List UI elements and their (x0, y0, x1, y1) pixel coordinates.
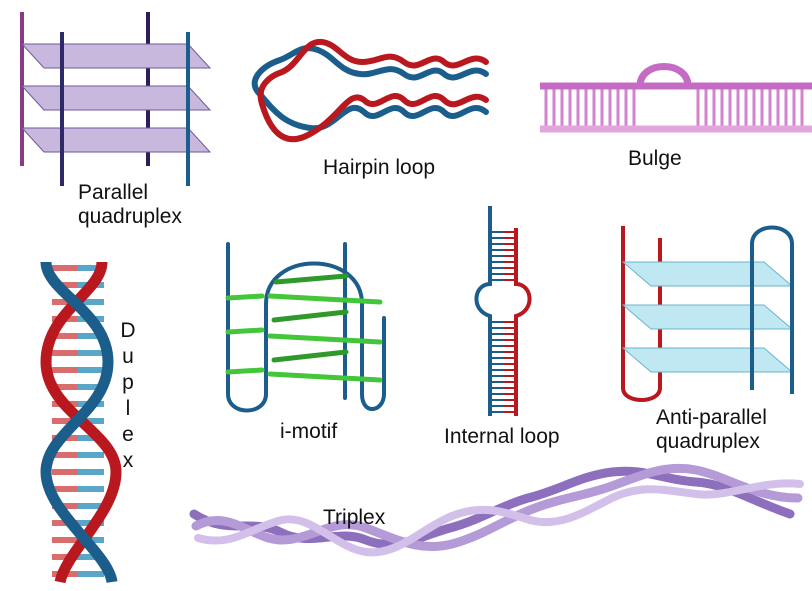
triplex-illustration (189, 463, 804, 557)
strand (621, 226, 662, 402)
duplex-illustration (40, 261, 122, 584)
c-c-pair (225, 367, 265, 375)
hairpin-loop-illustration (251, 39, 489, 143)
internal-loop-pairs (490, 231, 516, 413)
g-quartet-plate (20, 127, 212, 153)
label-line: quadruplex (656, 430, 760, 453)
strand (750, 225, 794, 394)
c-c-pair (267, 333, 383, 345)
parallel-quadruplex-illustration (20, 12, 212, 186)
label-char: x (122, 449, 134, 472)
label-char: l (125, 397, 131, 420)
label-bulge: Bulge (628, 147, 682, 170)
strand (191, 463, 803, 552)
g-quartet-plate (20, 43, 212, 69)
strand (194, 479, 804, 557)
base-pairs (544, 88, 804, 127)
g-quartet-plate (621, 347, 794, 373)
c-c-pair (225, 327, 265, 335)
label-line: quadruplex (78, 205, 182, 228)
label-char: D (120, 319, 136, 342)
internal-loop-illustration (474, 206, 532, 416)
c-c-pair (267, 371, 383, 383)
label-line: Parallel (78, 181, 149, 204)
bulge-illustration (540, 63, 812, 133)
strand (226, 242, 386, 413)
c-c-pair (271, 309, 349, 323)
label-parallel-quadruplex: Parallel quadruplex (78, 181, 182, 229)
label-i-motif: i-motif (280, 420, 338, 443)
label-duplex: D u p l e x (119, 318, 137, 474)
label-char: u (122, 345, 134, 368)
c-c-pair (267, 293, 383, 305)
c-c-pair (273, 273, 349, 285)
g-quartet-plate (20, 85, 212, 111)
label-internal-loop: Internal loop (444, 425, 560, 448)
strand (257, 39, 489, 143)
label-hairpin-loop: Hairpin loop (323, 156, 436, 179)
i-motif-illustration (225, 242, 386, 413)
g-quartet-plate (621, 261, 794, 287)
strand (474, 206, 492, 416)
label-line: Anti-parallel (656, 406, 767, 429)
anti-parallel-quadruplex-illustration (621, 225, 794, 402)
c-c-pair (225, 293, 265, 301)
label-char: p (122, 371, 134, 394)
g-quartet-plate (621, 304, 794, 330)
strand (251, 45, 489, 132)
strand (40, 261, 118, 584)
label-triplex: Triplex (323, 506, 386, 529)
strand (514, 228, 532, 416)
label-char: e (122, 423, 134, 446)
c-c-pair (271, 349, 349, 363)
bulge-loop (636, 63, 692, 87)
label-anti-parallel-quadruplex: Anti-parallel quadruplex (656, 406, 767, 454)
